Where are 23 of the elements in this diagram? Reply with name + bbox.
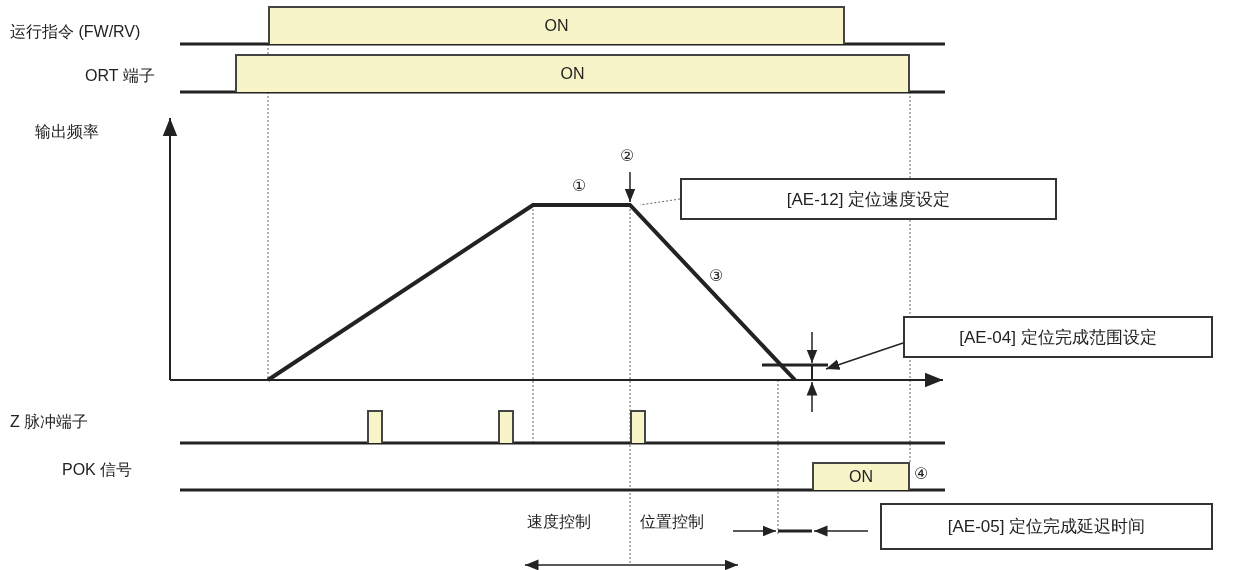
callout-box: [AE-04] 定位完成范围设定 bbox=[903, 316, 1213, 358]
span-label: 位置控制 bbox=[640, 512, 704, 532]
leader-line bbox=[825, 342, 904, 370]
pulse-bar bbox=[367, 410, 383, 443]
pulse-bar bbox=[498, 410, 514, 443]
signal-on-pulse: ON bbox=[235, 54, 910, 92]
pulse-bar bbox=[630, 410, 646, 443]
span-label: 速度控制 bbox=[527, 512, 591, 532]
leader-line bbox=[639, 198, 681, 206]
callout-number: ① bbox=[572, 176, 587, 195]
signal-name: POK 信号 bbox=[62, 460, 133, 480]
signal-name: Z 脉冲端子 bbox=[10, 412, 89, 432]
signal-on-pulse: ON bbox=[812, 462, 910, 490]
callout-box: [AE-12] 定位速度设定 bbox=[680, 178, 1057, 220]
callout-number: ② bbox=[620, 146, 635, 165]
signal-name: 运行指令 (FW/RV) bbox=[10, 22, 141, 42]
callout-number: ④ bbox=[914, 464, 929, 483]
callout-number: ③ bbox=[709, 266, 724, 285]
signal-name: ORT 端子 bbox=[85, 66, 155, 86]
callout-box: [AE-05] 定位完成延迟时间 bbox=[880, 503, 1213, 550]
range-mark-drawing bbox=[762, 331, 828, 413]
axis-label: 输出频率 bbox=[35, 122, 99, 142]
signal-on-pulse: ON bbox=[268, 6, 845, 44]
